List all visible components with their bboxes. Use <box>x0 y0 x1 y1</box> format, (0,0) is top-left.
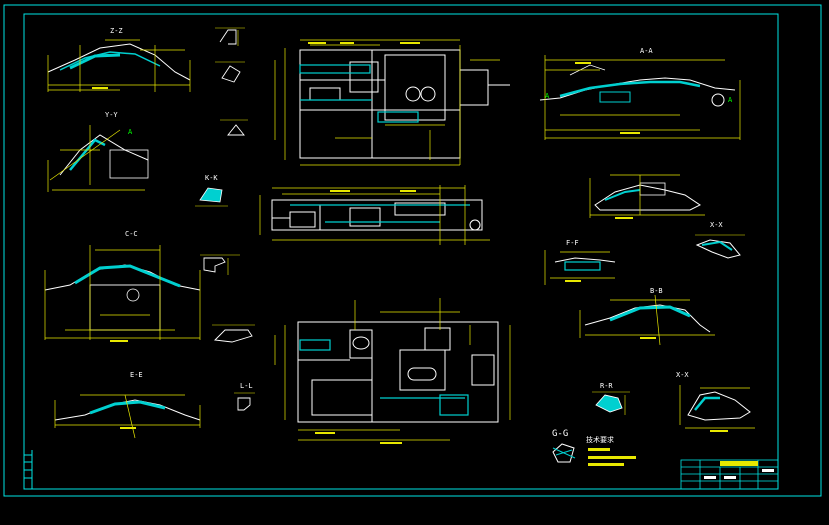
section-view-g-g[interactable]: G-G <box>552 429 576 463</box>
section-view-r-r[interactable]: R-R <box>592 382 630 415</box>
detail-part-h[interactable] <box>215 27 245 46</box>
label-r-r: R-R <box>600 382 613 390</box>
detail-part-small-1[interactable] <box>215 61 245 83</box>
label-z-z: Z-Z <box>110 27 123 35</box>
section-view-f-f[interactable]: F-F <box>544 239 616 285</box>
section-view-a-a[interactable]: A-A A A <box>539 47 741 140</box>
section-view-b-b[interactable]: B-B <box>579 287 715 346</box>
section-view-right-mid[interactable] <box>589 174 705 218</box>
label-e-e: E-E <box>130 371 143 379</box>
section-view-x-x-lower[interactable]: X-X <box>676 371 755 429</box>
label-g-g: G-G <box>552 429 568 439</box>
detail-part-l-l[interactable]: L-L <box>234 382 255 411</box>
label-x-x-lower: X-X <box>676 371 689 379</box>
section-view-x-x-upper[interactable]: X-X <box>695 221 745 259</box>
label-x-x-upper: X-X <box>710 221 723 229</box>
drawing-frame <box>3 4 822 497</box>
label-l-l: L-L <box>240 382 253 390</box>
title-block <box>680 459 779 490</box>
svg-text:A: A <box>128 128 133 136</box>
section-view-e-e[interactable]: E-E <box>54 371 201 439</box>
section-view-y-y[interactable]: Y-Y A <box>47 111 149 192</box>
main-view-middle[interactable] <box>259 185 490 245</box>
main-view-bottom[interactable] <box>274 298 511 441</box>
section-view-k-k[interactable]: K-K <box>195 174 228 207</box>
label-f-f: F-F <box>566 239 579 247</box>
tech-notes-title: 技术要求 <box>586 435 614 444</box>
detail-part-small-3[interactable] <box>212 324 255 343</box>
svg-text:A: A <box>728 96 733 104</box>
dimension-annotations <box>92 42 728 444</box>
label-k-k: K-K <box>205 174 218 182</box>
detail-part-r[interactable] <box>200 254 240 275</box>
label-b-b: B-B <box>650 287 663 295</box>
label-c-c: C-C <box>125 230 138 238</box>
section-view-z-z[interactable]: Z-Z <box>47 27 191 92</box>
main-view-top[interactable] <box>274 39 510 166</box>
svg-text:A: A <box>545 92 550 100</box>
label-y-y: Y-Y <box>105 111 118 119</box>
detail-part-small-2[interactable] <box>220 119 248 136</box>
label-a-a: A-A <box>640 47 653 55</box>
technical-notes: 技术要求 <box>586 435 636 466</box>
section-view-c-c[interactable]: C-C <box>44 230 201 340</box>
